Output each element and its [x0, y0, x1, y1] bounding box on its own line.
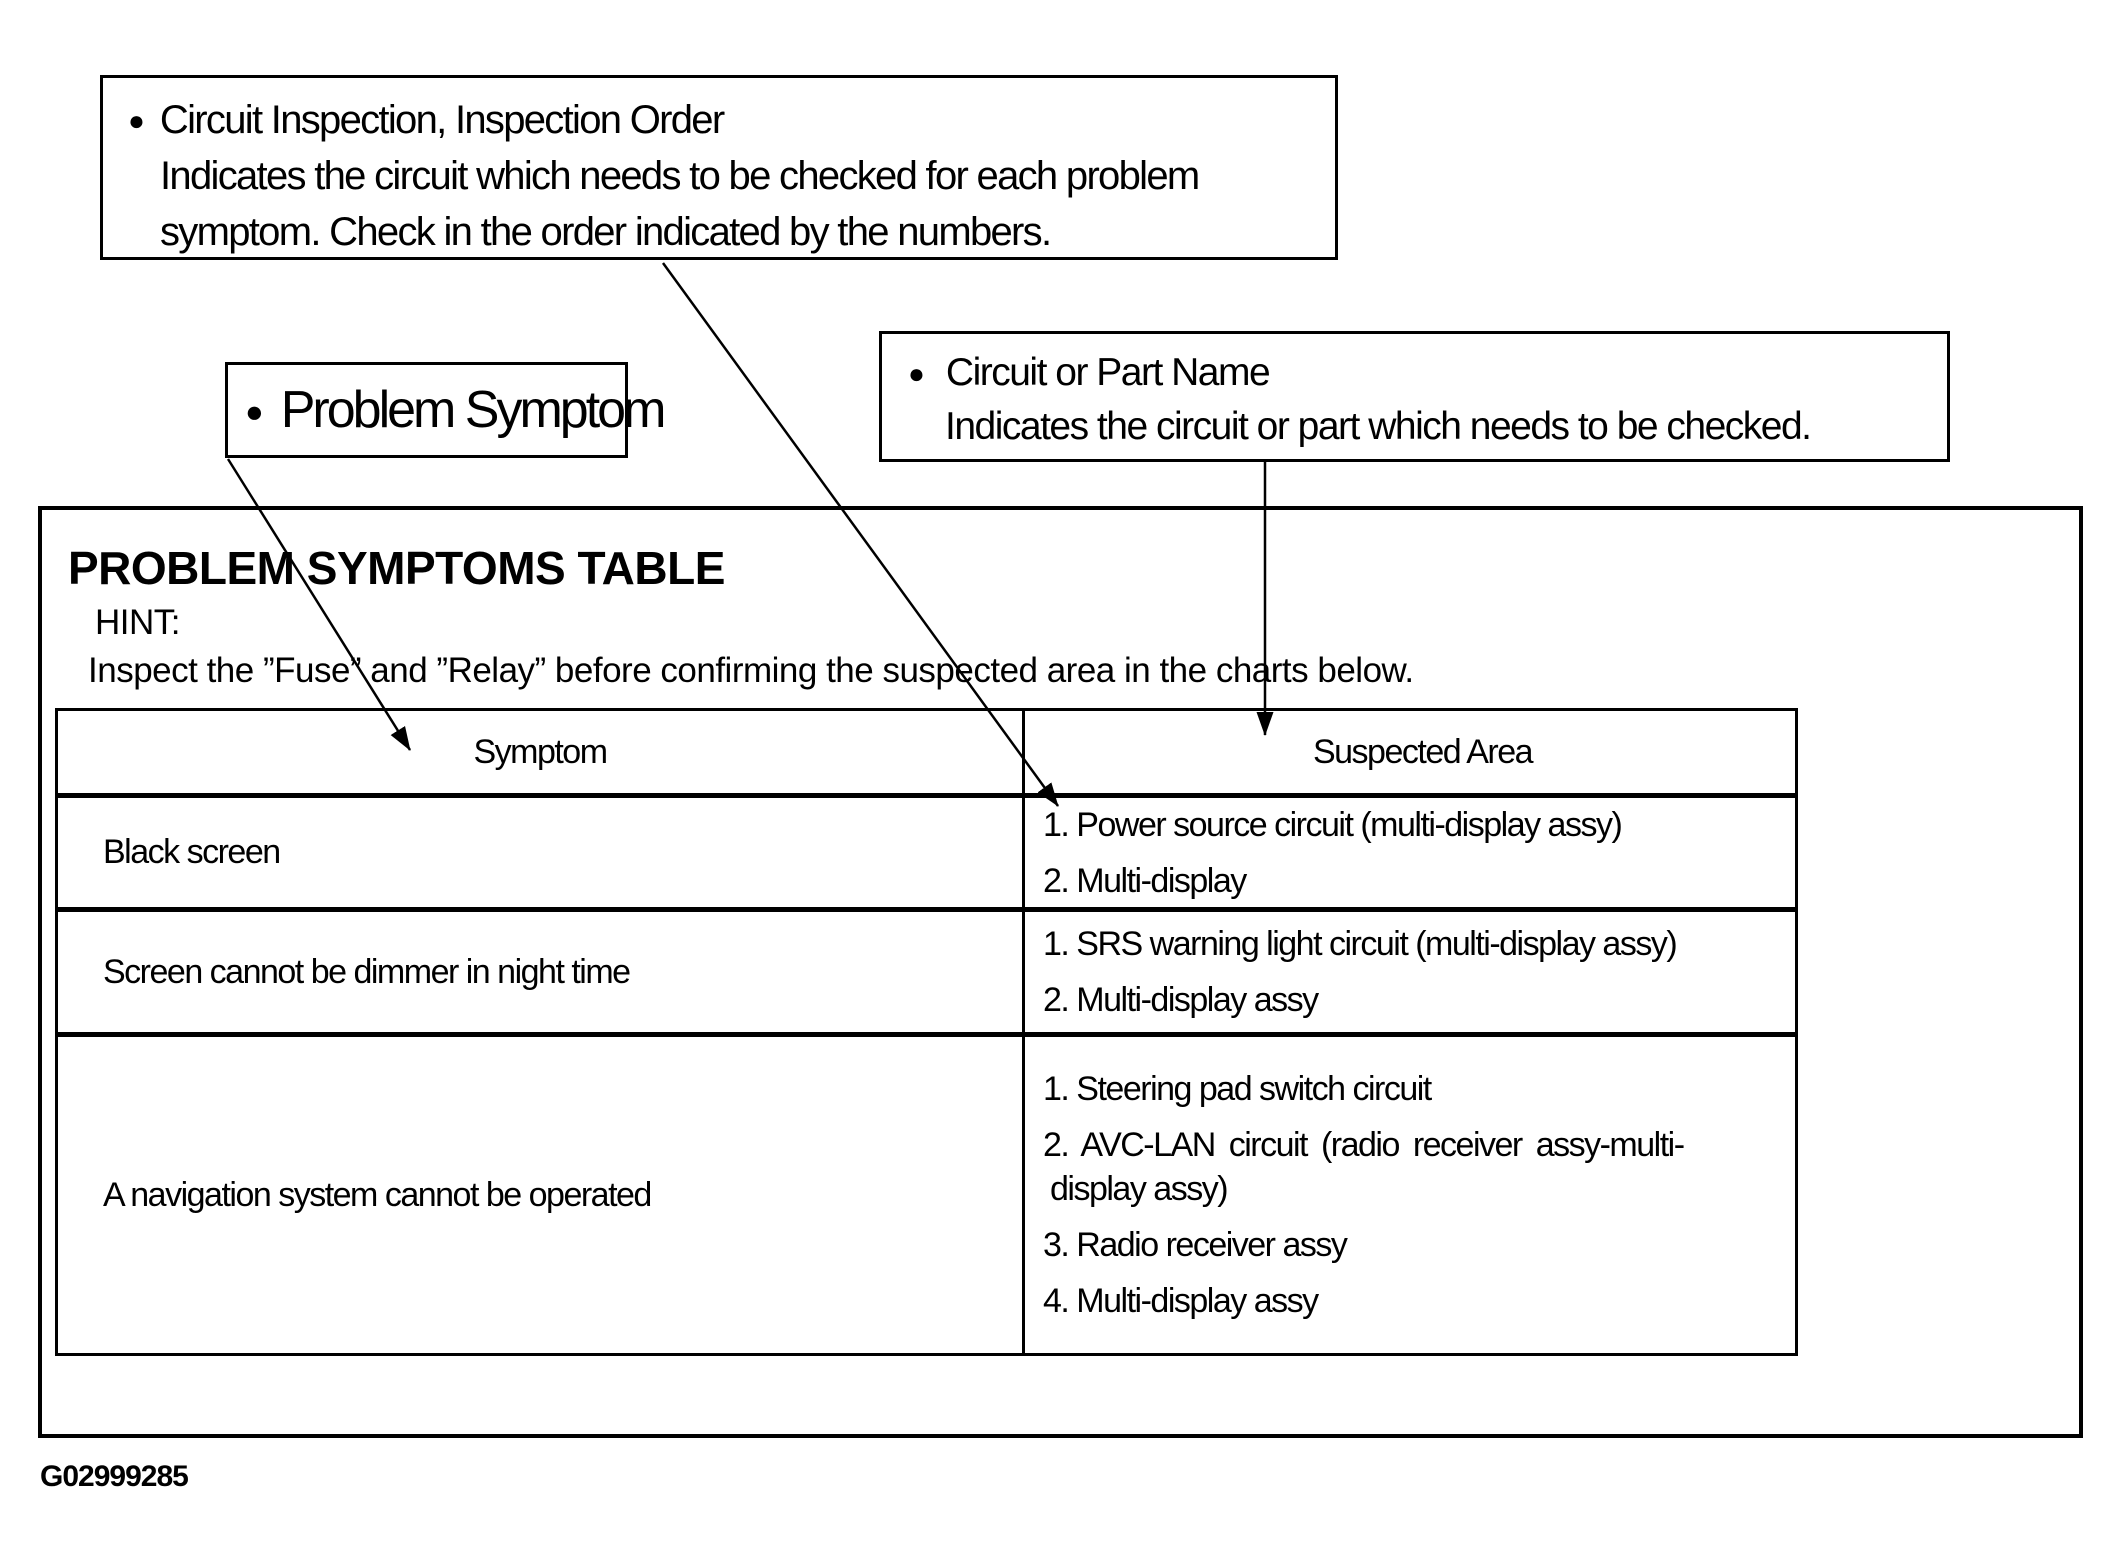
bullet-icon: ● [245, 393, 264, 429]
suspected-item: 1. Power source circuit (multi-display a… [1043, 805, 1623, 844]
callout-circuit-or-part-text: Indicates the circuit or part which need… [945, 405, 1812, 448]
symptom-cell: Screen cannot be dimmer in night time [55, 908, 1025, 1037]
figure-id: G02999285 [40, 1460, 189, 1493]
table-row: Screen cannot be dimmer in night time 1.… [55, 908, 1798, 1037]
suspected-item: 1. Steering pad switch circuit [1043, 1070, 1432, 1108]
callout-circuit-inspection-text-2: symptom. Check in the order indicated by… [160, 210, 1052, 254]
symptom-cell: Black screen [55, 794, 1025, 912]
suspected-item: 2. AVC-LAN circuit (radio receiver assy-… [1043, 1126, 1685, 1164]
suspected-area-cell: 1. Power source circuit (multi-display a… [1022, 794, 1798, 912]
bullet-icon: ● [908, 358, 925, 389]
column-header-symptom: Symptom [55, 708, 1025, 798]
callout-circuit-inspection: ● Circuit Inspection, Inspection Order I… [100, 75, 1338, 260]
callout-title-line: ● Circuit Inspection, Inspection Order [128, 92, 1335, 148]
suspected-item: 2. Multi-display assy [1043, 981, 1319, 1019]
callout-circuit-or-part: ● Circuit or Part Name Indicates the cir… [879, 331, 1950, 462]
symptoms-table: Symptom Suspected Area Black screen 1. P… [55, 708, 1798, 1356]
callout-title-line: ● Circuit or Part Name [908, 346, 1947, 400]
suspected-item-continuation: display assy) [1050, 1170, 1229, 1208]
table-row: A navigation system cannot be operated 1… [55, 1033, 1798, 1356]
suspected-item: 3. Radio receiver assy [1043, 1226, 1348, 1264]
suspected-area-cell: 1. SRS warning light circuit (multi-disp… [1022, 908, 1798, 1037]
callout-problem-symptom: ● Problem Symptom [225, 362, 666, 458]
callout-problem-symptom-label: Problem Symptom [280, 381, 667, 439]
hint-label: HINT: [95, 603, 181, 642]
column-header-suspected-area: Suspected Area [1022, 708, 1798, 798]
symptom-cell: A navigation system cannot be operated [55, 1033, 1025, 1356]
callout-circuit-or-part-title: Circuit or Part Name [945, 351, 1271, 394]
table-row: Black screen 1. Power source circuit (mu… [55, 794, 1798, 912]
bullet-icon: ● [128, 105, 145, 136]
page-title: PROBLEM SYMPTOMS TABLE [68, 542, 725, 594]
hint-text: Inspect the ”Fuse” and ”Relay” before co… [88, 651, 1414, 690]
suspected-item: 1. SRS warning light circuit (multi-disp… [1043, 925, 1678, 963]
callout-circuit-inspection-title: Circuit Inspection, Inspection Order [159, 98, 725, 142]
suspected-item: 2. Multi-display [1043, 861, 1247, 900]
callout-circuit-inspection-text-1: Indicates the circuit which needs to be … [160, 154, 1200, 198]
suspected-area-cell: 1. Steering pad switch circuit 2. AVC-LA… [1022, 1033, 1798, 1356]
suspected-item: 4. Multi-display assy [1043, 1282, 1319, 1320]
table-header-row: Symptom Suspected Area [55, 708, 1798, 798]
